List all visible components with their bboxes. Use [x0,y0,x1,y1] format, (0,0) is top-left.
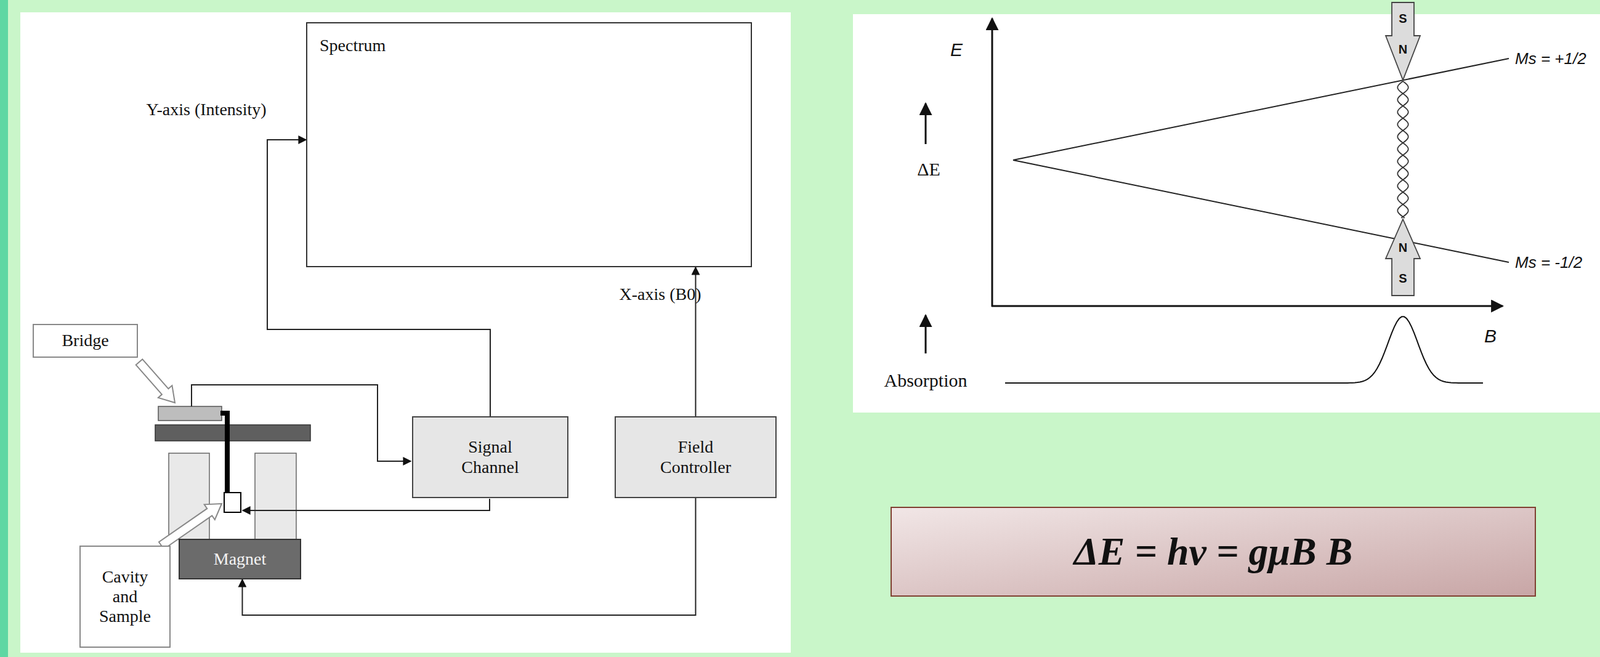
photon-wave [1397,81,1408,219]
pole-label: N [1398,240,1408,255]
spin-state-label: Ms = -1/2 [1515,253,1583,272]
absorption-peak [1005,316,1483,384]
node-text: ΔE = hν = gμB B [1074,529,1354,575]
magnet-base: Magnet [178,538,302,580]
delta-e-arrow [925,103,927,145]
equation-box: ΔE = hν = gμB B [890,506,1536,597]
pole-label: S [1398,271,1407,286]
axis-label: Absorption [884,370,968,391]
spectrum-display: Spectrum [306,22,752,268]
left-panel [20,12,791,653]
bridge-wire [191,384,411,462]
field-axis [991,305,1503,308]
field-controller-box: Field Controller [614,416,777,499]
pole-label: S [1398,11,1407,26]
pole-label: N [1398,42,1408,57]
edge-stripe [0,0,9,657]
sample-cavity [224,492,241,513]
energy-gap-label: ΔE [917,158,941,180]
node-text: Cavity and Sample [92,567,158,627]
node-text: Bridge [61,330,109,351]
sample-wire [242,498,490,511]
right-panel [852,14,1600,413]
magnet-pole-right [254,453,297,540]
node-text: Signal Channel [452,437,530,477]
magnet-yoke-plate [155,424,311,441]
callout-box: Cavity and Sample [79,545,171,648]
signal-connector [242,498,696,616]
spin-state-label: Ms = +1/2 [1515,49,1587,68]
axis-label: X-axis (B0) [619,285,702,305]
photon-wave [1397,81,1408,219]
node-text: Spectrum [319,35,386,56]
axis-label: B [1484,325,1497,347]
absorption-arrow [925,315,927,354]
bridge-unit [158,406,222,421]
node-text: Field Controller [652,437,740,477]
energy-axis [991,18,994,307]
magnet-arrow-down [1385,2,1421,81]
callout-arrow [136,359,175,403]
signal-channel-box: Signal Channel [412,416,569,499]
magnet-arrow-up [1385,219,1421,296]
callout-arrows [136,359,222,549]
axis-label: E [950,39,963,60]
lower-level-line [1013,160,1509,263]
waveguide [220,413,228,494]
upper-level-line [1013,58,1509,161]
callout-box: Bridge [32,323,138,358]
node-text: Magnet [213,549,267,570]
axis-label: Y-axis (Intensity) [145,100,267,120]
